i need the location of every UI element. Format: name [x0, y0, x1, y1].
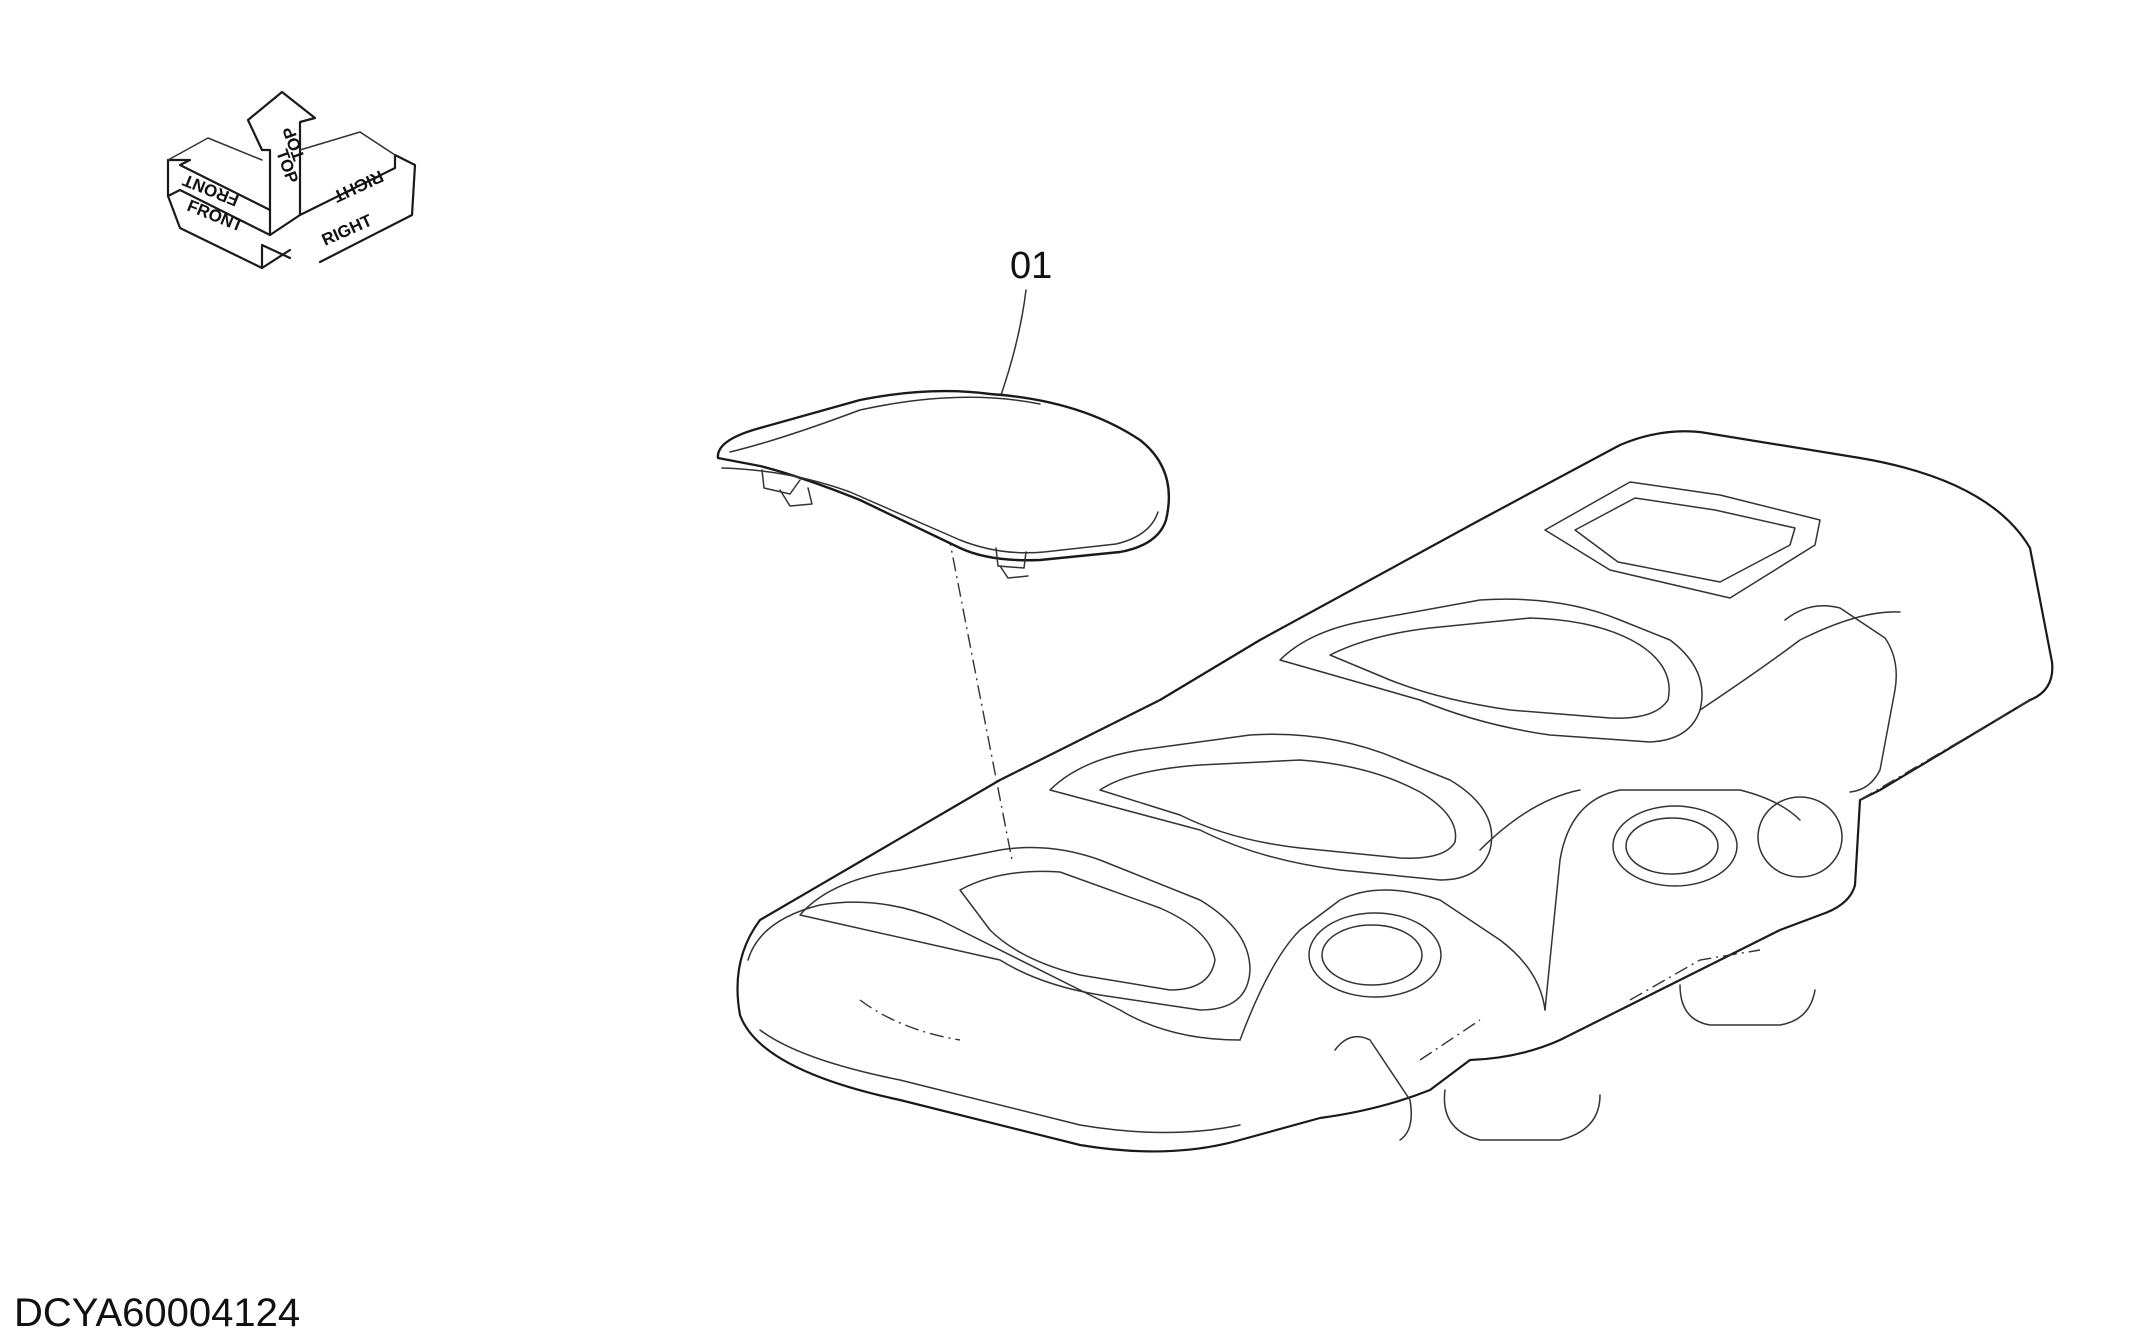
assembly-line [947, 531, 1013, 861]
top-arrow-icon [246, 90, 317, 237]
right-arrow-icon [298, 153, 417, 264]
callout-label: 01 [1010, 245, 1052, 287]
orientation-indicator: FRONT FRONT TOP TOP RIGHT RIGHT [166, 90, 417, 270]
callout-01: 01 [999, 245, 1052, 399]
right-label-rotated: RIGHT [330, 166, 387, 206]
cover-cap-part [716, 389, 1170, 579]
leader-line [999, 289, 1027, 399]
drawing-number: DCYA60004124 [14, 1291, 300, 1335]
console-base-part [736, 430, 2054, 1153]
right-label: RIGHT [319, 211, 376, 250]
